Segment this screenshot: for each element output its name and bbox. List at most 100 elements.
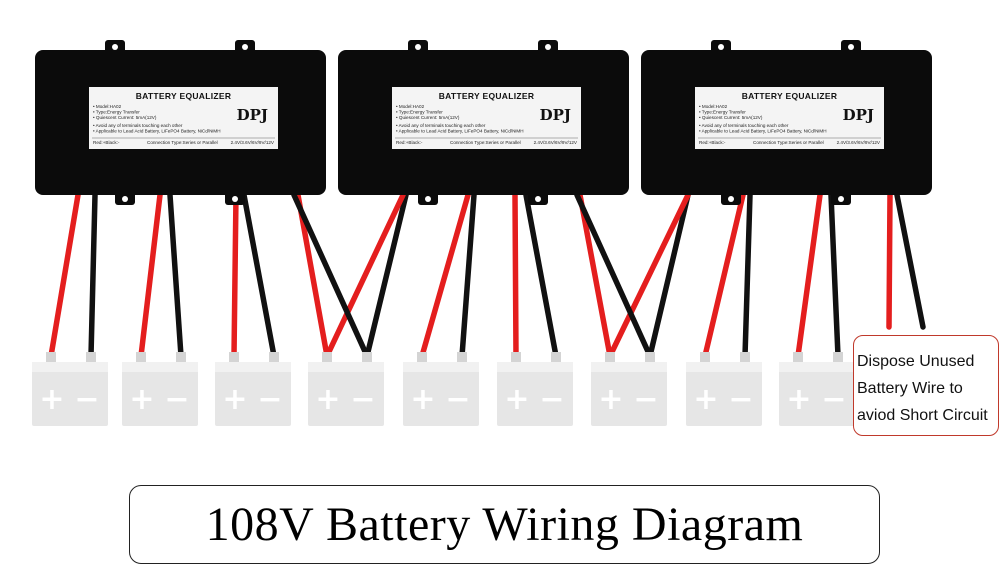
battery-negative-terminal: [86, 352, 96, 364]
equalizer-spec: • Model:HA02: [396, 104, 425, 109]
battery-negative-terminal: [645, 352, 655, 364]
battery: +−: [497, 352, 573, 426]
equalizer-warning: • Applicable to Lead Acid Battery, LiFeP…: [93, 129, 221, 134]
black-wire: [167, 192, 184, 359]
battery-positive-terminal: [700, 352, 710, 364]
equalizer-footer-right: 2.4V/3.6V/6V/9V/12V: [231, 140, 275, 145]
battery-body: [403, 362, 479, 426]
battery-positive-terminal: [793, 352, 803, 364]
battery-minus-symbol: −: [633, 382, 658, 417]
battery: +−: [686, 352, 762, 426]
equalizer-warning: • Avoid any of terminals touching each o…: [699, 123, 789, 128]
mounting-hole: [112, 44, 118, 50]
red-wire: [702, 192, 746, 359]
black-wire: [574, 192, 653, 359]
equalizer-title: BATTERY EQUALIZER: [439, 91, 535, 101]
equalizer-spec: • Quiescent Current: 5mA(12V): [93, 115, 157, 120]
note-line: aviod Short Circuit: [857, 407, 988, 424]
black-wire: [241, 192, 277, 359]
note-line: Dispose Unused: [857, 353, 975, 370]
battery-top-band: [403, 362, 479, 372]
battery-top-band: [122, 362, 198, 372]
equalizer-spec: • Quiescent Current: 5mA(12V): [699, 115, 763, 120]
battery-plus-symbol: +: [222, 382, 247, 417]
battery-plus-symbol: +: [504, 382, 529, 417]
battery-body: [215, 362, 291, 426]
battery-minus-symbol: −: [728, 382, 753, 417]
battery-negative-terminal: [740, 352, 750, 364]
battery-positive-terminal: [511, 352, 521, 364]
equalizer-warning: • Avoid any of terminals touching each o…: [93, 123, 183, 128]
battery-plus-symbol: +: [410, 382, 435, 417]
battery: +−: [779, 352, 855, 426]
battery-plus-symbol: +: [315, 382, 340, 417]
battery-body: [122, 362, 198, 426]
equalizer-footer-left: Red:+Black:-: [93, 140, 120, 145]
battery-minus-symbol: −: [257, 382, 282, 417]
battery-body: [32, 362, 108, 426]
mounting-hole: [848, 44, 854, 50]
mounting-hole: [242, 44, 248, 50]
red-wire: [231, 192, 239, 359]
equalizer-spec: • Type:Energy Transfer: [699, 110, 746, 115]
batteries: +−+−+−+−+−+−+−+−+−: [32, 352, 855, 426]
battery-plus-symbol: +: [693, 382, 718, 417]
battery-plus-symbol: +: [598, 382, 623, 417]
battery-positive-terminal: [229, 352, 239, 364]
battery-plus-symbol: +: [39, 382, 64, 417]
battery-top-band: [686, 362, 762, 372]
battery-body: [591, 362, 667, 426]
equalizer-footer-right: 2.4V/3.6V/6V/9V/12V: [534, 140, 578, 145]
mounting-hole: [425, 196, 431, 202]
equalizer-warning: • Avoid any of terminals touching each o…: [396, 123, 486, 128]
equalizer-spec: • Quiescent Current: 5mA(12V): [396, 115, 460, 120]
battery: +−: [122, 352, 198, 426]
battery: +−: [32, 352, 108, 426]
battery-minus-symbol: −: [350, 382, 375, 417]
equalizer-title: BATTERY EQUALIZER: [136, 91, 232, 101]
black-wire: [523, 192, 559, 359]
red-wire: [138, 192, 163, 359]
red-wire: [607, 192, 691, 359]
equalizer-footer-mid: Connection Type:Series or Parallel: [753, 140, 824, 145]
battery-plus-symbol: +: [786, 382, 811, 417]
equalizer-footer-right: 2.4V/3.6V/6V/9V/12V: [837, 140, 881, 145]
battery-minus-symbol: −: [539, 382, 564, 417]
wires: [48, 192, 926, 359]
equalizer-footer-mid: Connection Type:Series or Parallel: [450, 140, 521, 145]
black-wire: [828, 192, 841, 359]
black-wire: [742, 192, 753, 359]
black-wire: [459, 192, 477, 359]
red-wire: [419, 192, 471, 359]
equalizer-warning: • Applicable to Lead Acid Battery, LiFeP…: [396, 129, 524, 134]
battery: +−: [403, 352, 479, 426]
equalizer-spec: • Model:HA02: [93, 104, 122, 109]
diagram-title: 108V Battery Wiring Diagram: [205, 498, 804, 551]
black-wire: [88, 192, 98, 359]
equalizer-warning: • Applicable to Lead Acid Battery, LiFeP…: [699, 129, 827, 134]
battery-negative-terminal: [551, 352, 561, 364]
battery: +−: [215, 352, 291, 426]
black-wire: [364, 192, 409, 359]
equalizer-brand: DPJ: [843, 106, 874, 124]
red-wire: [512, 192, 519, 359]
battery-top-band: [215, 362, 291, 372]
red-wire: [577, 192, 613, 359]
equalizer-title: BATTERY EQUALIZER: [742, 91, 838, 101]
red-wire: [295, 192, 330, 359]
mounting-hole: [122, 196, 128, 202]
battery-positive-terminal: [417, 352, 427, 364]
battery-negative-terminal: [833, 352, 843, 364]
battery-negative-terminal: [362, 352, 372, 364]
equalizer-footer-left: Red:+Black:-: [396, 140, 423, 145]
battery-top-band: [591, 362, 667, 372]
battery-minus-symbol: −: [74, 382, 99, 417]
battery-body: [497, 362, 573, 426]
red-wire: [48, 192, 81, 359]
battery-plus-symbol: +: [129, 382, 154, 417]
battery-minus-symbol: −: [821, 382, 846, 417]
unused-wire-note: Dispose Unused Battery Wire to aviod Sho…: [853, 335, 999, 436]
